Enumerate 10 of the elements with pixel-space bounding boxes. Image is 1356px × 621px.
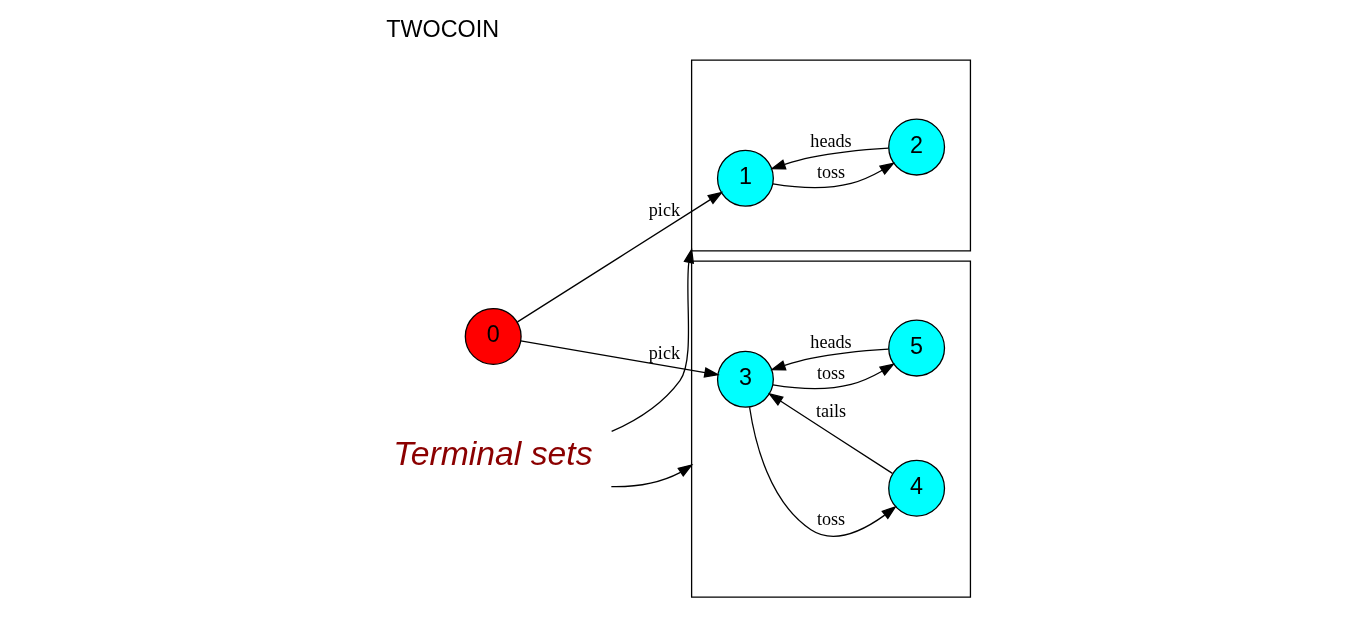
diagram-title: TWOCOIN [386,16,499,43]
edge-label: toss [816,363,846,384]
node-text: Terminal sets [393,434,593,473]
edge-label: tails [815,401,847,422]
edge-label: toss [816,508,846,529]
edge-label: pick [648,200,680,221]
edge-label: heads [810,332,852,353]
edge-label: heads [810,131,852,152]
edge-label: pick [648,342,680,363]
edge-label: toss [816,162,846,183]
